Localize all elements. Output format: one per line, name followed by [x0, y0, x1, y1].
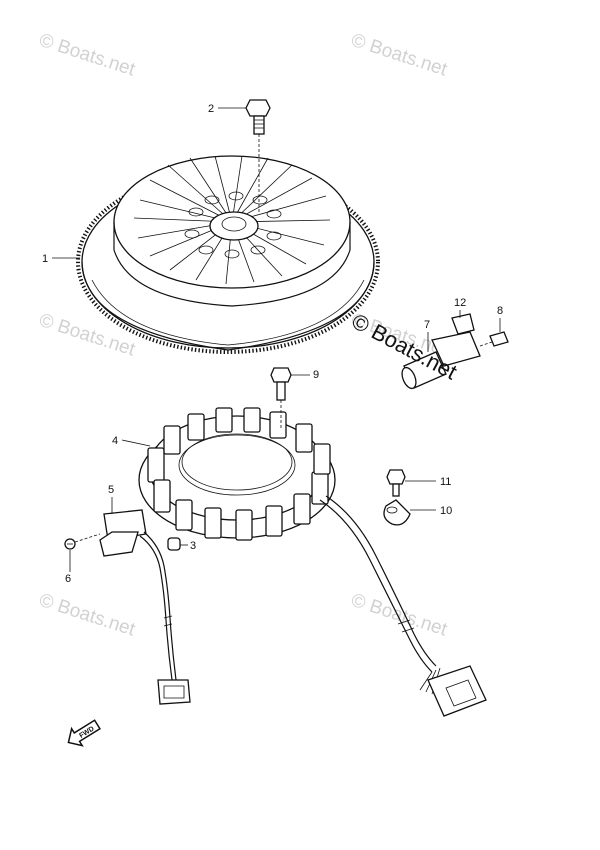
callout-12: 12: [454, 297, 466, 309]
fwd-arrow-icon: FWD: [67, 719, 101, 747]
callout-10: 10: [440, 505, 452, 517]
callouts: 1 2 3 4 5 6 7 8 9 10 11 12: [42, 103, 503, 585]
callout-9: 9: [313, 369, 319, 381]
stator-coils: [147, 407, 331, 541]
watermark: © Boats.net: [36, 590, 138, 641]
callout-8: 8: [497, 305, 503, 317]
clamp: [383, 469, 411, 526]
callout-1: 1: [42, 253, 48, 265]
stator: [138, 407, 336, 541]
flywheel: [76, 155, 380, 354]
callout-7: 7: [424, 319, 430, 331]
stator-harness: [319, 495, 487, 717]
stator-bolt: [270, 367, 292, 430]
cap: [167, 537, 181, 551]
callout-6: 6: [65, 573, 71, 585]
watermark: © Boats.net: [348, 590, 450, 641]
watermark: © Boats.net: [36, 30, 138, 81]
pulser-screw: [64, 533, 101, 550]
callout-3: 3: [190, 540, 196, 552]
callout-4: 4: [112, 435, 118, 447]
callout-2: 2: [208, 103, 214, 115]
watermark: © Boats.net: [348, 30, 450, 81]
callout-11: 11: [440, 476, 451, 488]
fwd-label: FWD: [78, 725, 95, 739]
callout-5: 5: [108, 484, 114, 496]
flywheel-holes: [184, 191, 282, 259]
crank-sensor: [401, 313, 509, 390]
pulser-coil: [99, 509, 191, 705]
sensor-bracket: [451, 313, 475, 335]
